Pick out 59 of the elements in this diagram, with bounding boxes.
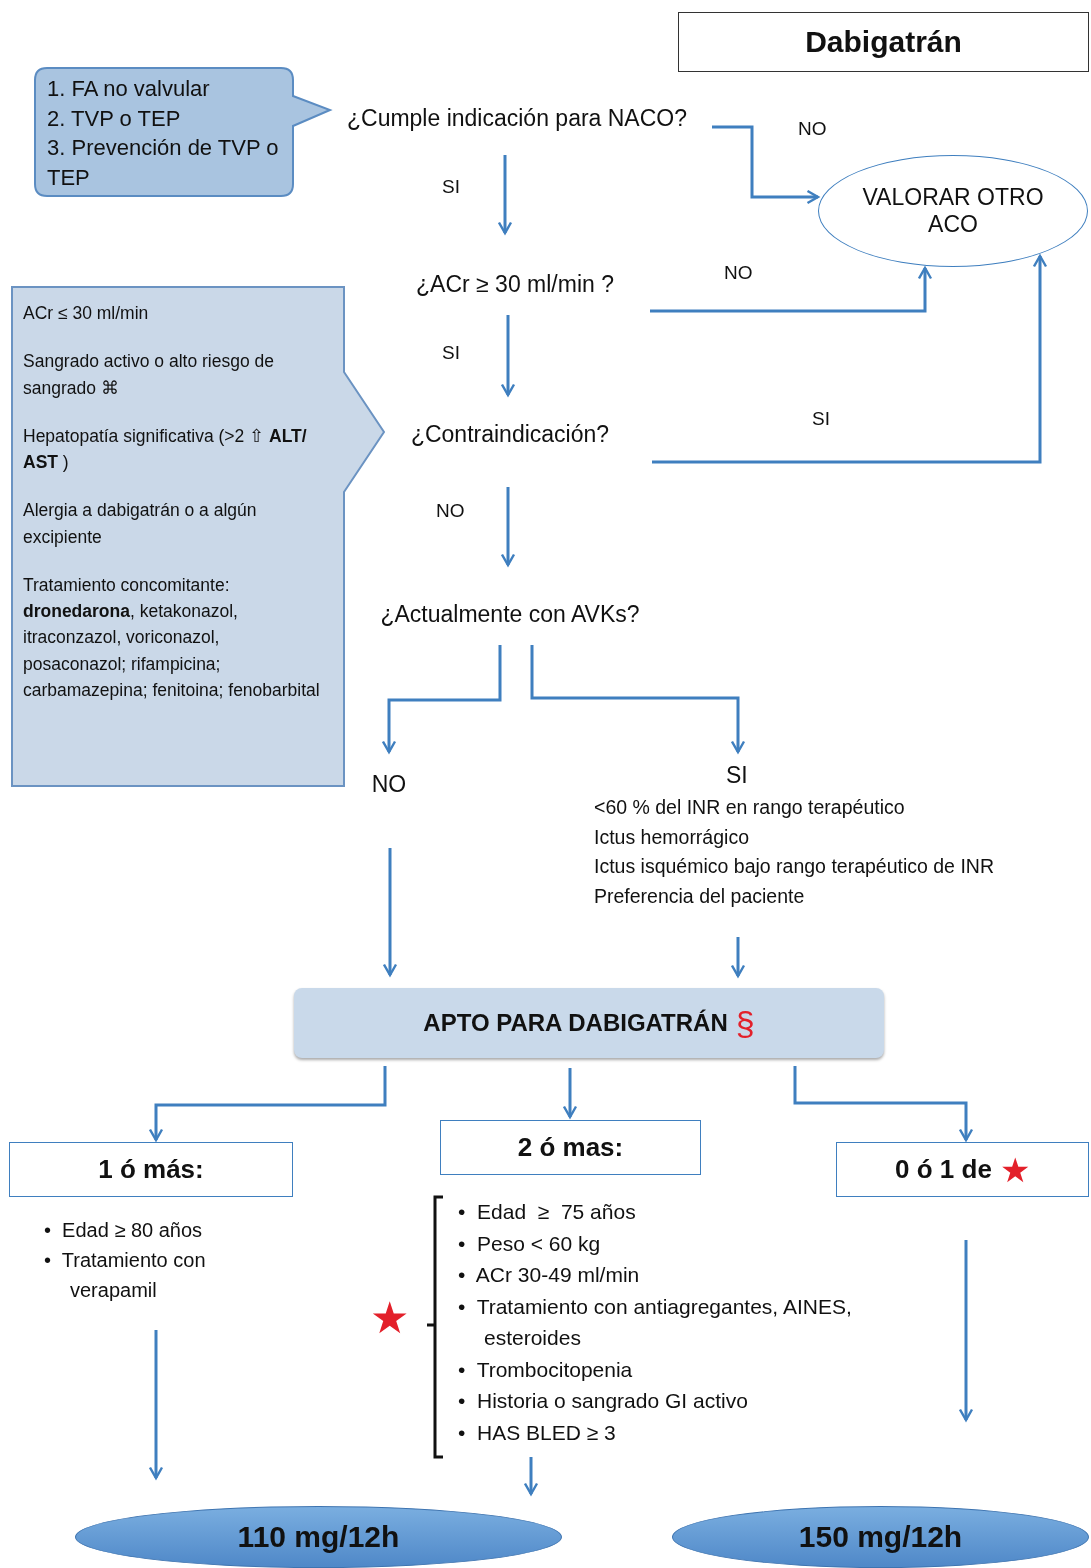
arrow [382,848,398,977]
arrow [562,1068,578,1119]
question-text: ¿ACr ≥ 30 ml/min ? [416,270,614,298]
arrow [712,125,820,205]
question-text: ¿Contraindicación? [410,420,610,448]
arrow [650,266,933,313]
criterion-text: Hepatopatía significativa (>2 ⇧ ALT/ AST ) [23,424,308,474]
list-item: 2. TVP o TEP [47,104,182,133]
node-text: 150 mg/12h [798,1520,963,1554]
question-text: ¿Cumple indicación para NACO? [346,104,687,132]
arrow [523,1457,539,1496]
bullet-item: • Edad ≥ 80 años [44,1218,204,1243]
node-text: APTO PARA DABIGATRÁN [423,1009,728,1037]
criterion-text: <60 % del INR en rango terapéutico [594,795,906,820]
arrow [381,645,502,754]
criterion-text: ACr ≤ 30 ml/min [23,302,150,325]
list-item: 3. Prevención de TVP o TEP [47,134,280,193]
arrow [730,937,746,978]
arrow [958,1240,974,1422]
bullet-item: • Peso < 60 kg [458,1230,602,1257]
bullet-item: • HAS BLED ≥ 3 [458,1419,617,1446]
arrow [148,1330,164,1480]
bullet-item: • Tratamiento con antiagregantes, AINES, esteroides [458,1293,853,1351]
arrow [500,315,516,397]
arrow [148,1066,387,1142]
node-text: 110 mg/12h [237,1520,400,1554]
criterion-text: Preferencia del paciente [594,883,806,909]
bullet-item: • Trombocitopenia [458,1356,634,1383]
arrow [497,155,513,235]
callout-bubble [33,66,333,200]
arrow [530,645,746,754]
node-text: 2 ó mas: [517,1132,624,1163]
criterion-text: Tratamiento concomitante: dronedarona, ketakonazol, itraconzazol, voriconazol, posaconazol; rifampicina; carbamazepina; fenitoina; fenobarbital [23,573,321,702]
result-band [294,988,884,1058]
node-text: VALORAR OTRO ACO [861,184,1045,238]
bullet-item: • Historia o sangrado GI activo [458,1388,749,1414]
criterion-text: Alergia a dabigatrán o a algún excipiente [23,499,258,549]
bullet-item: • ACr 30-49 ml/min [458,1262,641,1288]
title-box: Dabigatrán [678,12,1089,72]
arrow [793,1066,974,1142]
section-mark: § [735,1003,755,1043]
answer-text: NO [371,770,407,798]
star-mark: ★ [999,1149,1030,1190]
answer-text: SI [726,762,749,789]
node-text: 1 ó más: [98,1154,204,1185]
criterion-text: Sangrado activo o alto riesgo de sangrado ⌘ [23,350,275,400]
question-text: ¿Actualmente con AVKs? [380,600,640,628]
list-item: 1. FA no valvular [47,75,211,103]
node-text: 0 ó 1 de [895,1154,992,1185]
arrow [500,487,516,567]
bullet-item: • Edad ≥ 75 años [458,1199,637,1225]
criterion-text: Ictus hemorrágico [594,824,750,850]
bullet-item: • Tratamiento con verapamil [44,1248,207,1303]
criterion-text: Ictus isquémico bajo rango terapéutico de INR [594,854,995,880]
criteria-box [9,1142,293,1197]
arrow [652,254,1048,464]
star-mark: ★ [370,1296,409,1340]
criteria-box [440,1120,701,1175]
criteria-box [836,1142,1089,1197]
